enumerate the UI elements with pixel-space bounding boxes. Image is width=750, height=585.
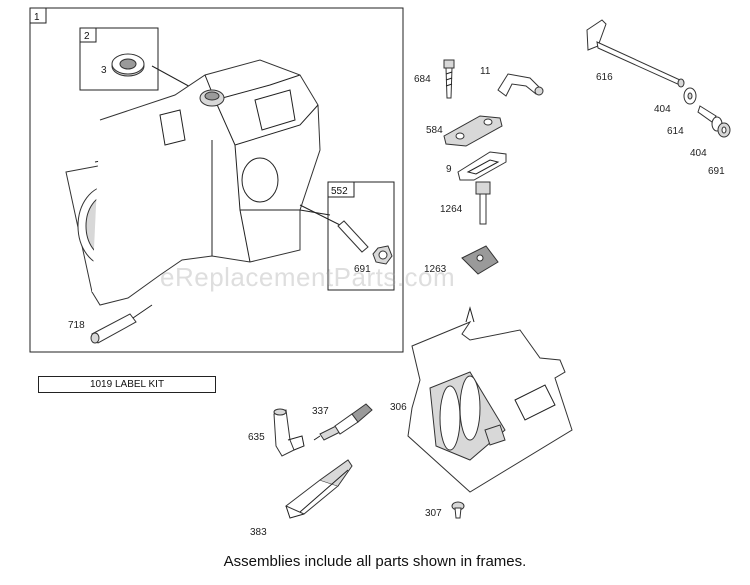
bolt-684-part[interactable]	[443, 59, 455, 99]
watermark-text: eReplacementParts.com	[160, 262, 456, 292]
label-404-lower: 404	[690, 148, 707, 159]
frame-2-border	[79, 27, 159, 91]
frame-2-number: 2	[84, 31, 90, 42]
leader-718-pin	[132, 304, 153, 319]
shroud-306-part[interactable]	[407, 306, 573, 493]
assemblies-caption: Assemblies include all parts shown in fr…	[223, 553, 527, 570]
frame-2-tag	[79, 27, 97, 43]
nut-691-part[interactable]	[372, 245, 393, 265]
label-635: 635	[248, 432, 265, 443]
plate-584-part[interactable]	[443, 115, 503, 147]
screw-307-part[interactable]	[451, 501, 465, 519]
governor-shaft-616-part[interactable]	[586, 19, 685, 88]
frame-1-border	[29, 7, 404, 353]
label-307: 307	[425, 508, 442, 519]
frame-1-tag	[29, 7, 47, 24]
label-691-right: 691	[708, 166, 725, 177]
label-9: 9	[446, 164, 452, 175]
label-684: 684	[414, 74, 431, 85]
label-1263: 1263	[424, 264, 447, 275]
label-404-upper: 404	[654, 104, 671, 115]
frame-1-number: 1	[34, 12, 40, 23]
dowel-pin-718-part[interactable]	[90, 313, 137, 344]
pin-552-part[interactable]	[337, 220, 369, 253]
oil-seal-part[interactable]	[111, 53, 145, 77]
washer-404-part[interactable]	[683, 87, 697, 105]
breather-tube-11-part[interactable]	[497, 73, 544, 97]
label-616: 616	[596, 72, 613, 83]
frame-552-tag	[327, 181, 355, 198]
label-11: 11	[480, 66, 491, 77]
label-kit-box[interactable]: 1019 LABEL KIT	[38, 376, 216, 393]
label-614: 614	[667, 126, 684, 137]
nut-691-right-part[interactable]	[717, 122, 731, 138]
label-584: 584	[426, 125, 443, 136]
bracket-1263-part[interactable]	[461, 245, 499, 275]
spark-plug-337-part[interactable]	[313, 403, 373, 441]
label-383: 383	[250, 527, 267, 538]
frame-552-border	[327, 181, 395, 291]
spark-plug-wrench-383-part[interactable]	[285, 459, 353, 519]
label-3: 3	[101, 65, 107, 76]
gasket-9-part[interactable]	[457, 151, 507, 181]
label-337: 337	[312, 406, 329, 417]
label-718: 718	[68, 320, 85, 331]
label-691-frame: 691	[354, 264, 371, 275]
label-1264: 1264	[440, 204, 463, 215]
spark-plug-boot-635-part[interactable]	[273, 408, 305, 457]
frame-552-number: 552	[331, 186, 348, 197]
label-306: 306	[390, 402, 407, 413]
screw-1264-part[interactable]	[475, 181, 491, 225]
leader-552	[299, 204, 341, 226]
engine-block-part[interactable]	[65, 59, 331, 306]
